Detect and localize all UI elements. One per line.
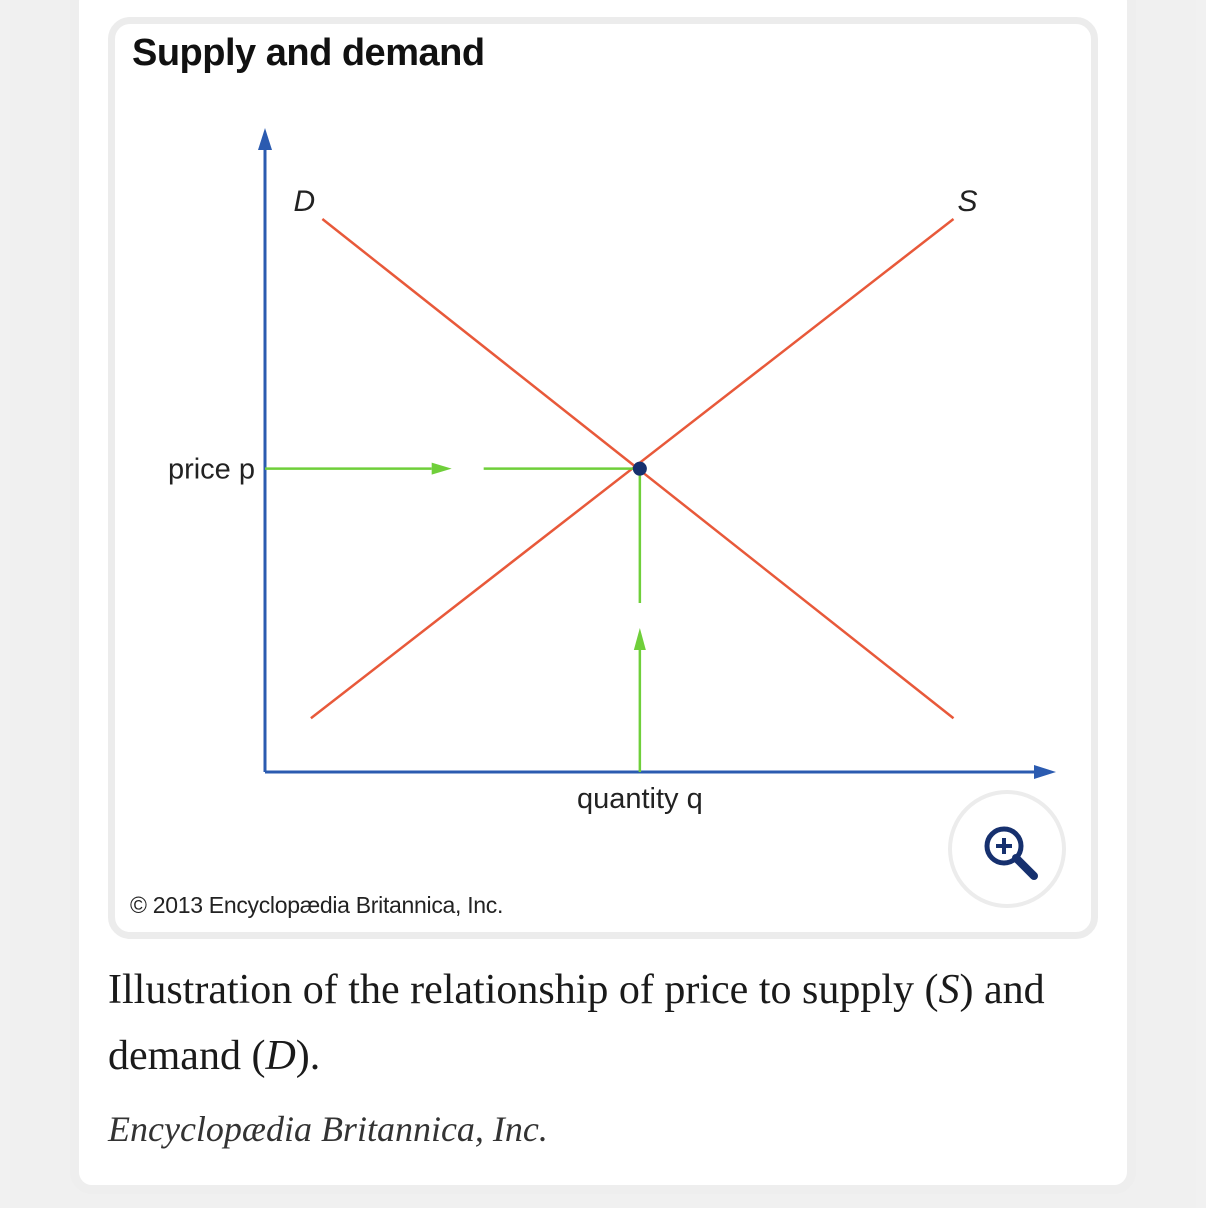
y-axis-label: price p bbox=[168, 454, 255, 486]
series-label-s: S bbox=[957, 185, 977, 218]
figure-caption: Illustration of the relationship of pric… bbox=[108, 957, 1098, 1089]
quantity-guide-arrowhead bbox=[633, 628, 646, 650]
y-axis-arrowhead bbox=[258, 128, 272, 150]
caption-text-2: ) and demand ( bbox=[108, 967, 1045, 1079]
price-guide-arrowhead bbox=[431, 462, 452, 475]
page-margin-right bbox=[1196, 0, 1206, 1208]
caption-text-1: Illustration of the relationship of pric… bbox=[108, 967, 939, 1013]
equilibrium-point bbox=[632, 461, 647, 476]
caption-demand-symbol: D bbox=[265, 1033, 296, 1079]
figure-frame bbox=[108, 17, 1098, 939]
x-axis-arrowhead bbox=[1034, 765, 1056, 779]
chart-title: Supply and demand bbox=[132, 32, 485, 74]
zoom-in-icon bbox=[984, 826, 1038, 880]
image-credit: Encyclopædia Britannica, Inc. bbox=[108, 1109, 548, 1149]
page-margin-left bbox=[0, 0, 10, 1208]
zoom-button[interactable] bbox=[948, 790, 1066, 908]
series-label-d: D bbox=[294, 185, 316, 218]
caption-text-3: ). bbox=[295, 1033, 321, 1079]
x-axis-label: quantity q bbox=[577, 783, 703, 815]
copyright-notice: © 2013 Encyclopædia Britannica, Inc. bbox=[130, 892, 504, 918]
caption-supply-symbol: S bbox=[938, 967, 960, 1013]
